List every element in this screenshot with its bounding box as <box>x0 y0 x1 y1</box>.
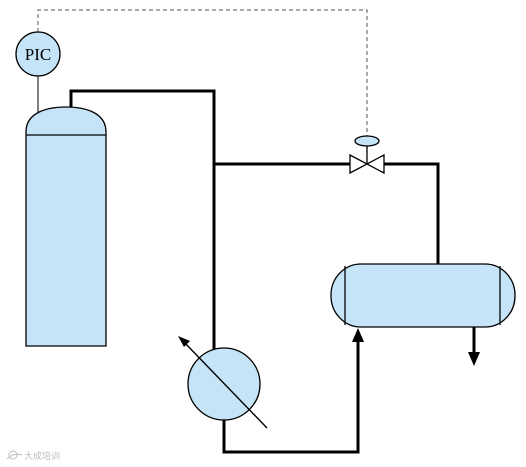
control-valve-body <box>349 153 385 175</box>
condenser-adjust-arrow-head <box>178 336 190 347</box>
valve-outlet-line <box>382 162 440 268</box>
column-overhead-line <box>69 89 216 352</box>
pic-controller-bubble <box>15 31 61 77</box>
control-signal-line <box>37 9 368 136</box>
watermark-text: 大成培训 <box>24 450 60 462</box>
condenser-outlet-line <box>222 338 360 454</box>
drum-outlet-arrow <box>468 352 480 366</box>
reflux-drum <box>330 263 516 328</box>
pic-label: PIC <box>25 45 51 64</box>
watermark-logo-icon <box>8 450 18 460</box>
condenser-adjust-arrow-shaft <box>182 340 268 429</box>
drum-inlet-arrow <box>352 328 364 342</box>
watermark-swoosh-icon <box>6 453 23 460</box>
valve-actuator <box>354 135 380 147</box>
watermark: 大成培训 <box>6 450 60 462</box>
distillation-column <box>25 106 107 347</box>
